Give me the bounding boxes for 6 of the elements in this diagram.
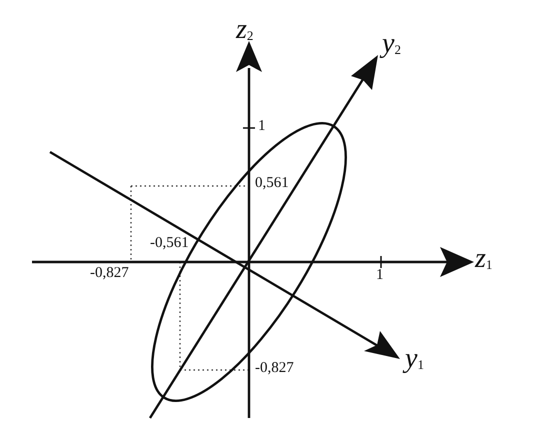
value-label: -0,827	[90, 266, 129, 281]
value-label: -0,561	[150, 236, 189, 251]
tick-label: 1	[376, 268, 384, 283]
tick-label: 1	[258, 119, 266, 134]
value-label: -0,827	[255, 361, 294, 376]
value-label: 0,561	[255, 176, 289, 191]
